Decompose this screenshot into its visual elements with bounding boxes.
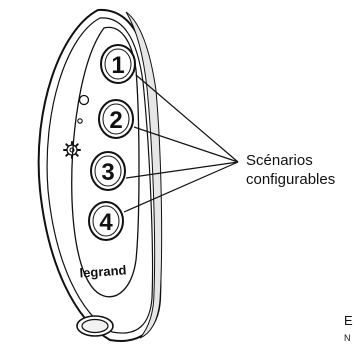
callout-label-line2: configurables (246, 171, 336, 188)
button-1-label: 1 (111, 52, 124, 79)
button-3-label: 3 (101, 159, 114, 186)
callout-line-4 (123, 161, 239, 213)
small-led-indicator-icon (77, 118, 83, 124)
led-indicator-icon (78, 94, 90, 106)
keyring-hole (76, 315, 114, 337)
callout-line-2 (133, 126, 239, 163)
callout-line-1 (135, 74, 239, 163)
button-4-label: 4 (99, 209, 113, 236)
button-2-label: 2 (109, 107, 122, 134)
button-2[interactable]: 2 (98, 99, 134, 139)
button-3[interactable]: 3 (90, 151, 126, 191)
button-4[interactable]: 4 (88, 201, 124, 241)
callout-lines (123, 74, 239, 213)
corner-text-2: N (344, 333, 351, 343)
callout-label-line1: Scénarios (246, 152, 313, 169)
corner-text-1: E (344, 313, 353, 328)
button-1[interactable]: 1 (100, 44, 136, 84)
gear-icon (63, 141, 81, 159)
brand-logo: legrand (79, 262, 127, 280)
callout-line-3 (125, 161, 239, 179)
